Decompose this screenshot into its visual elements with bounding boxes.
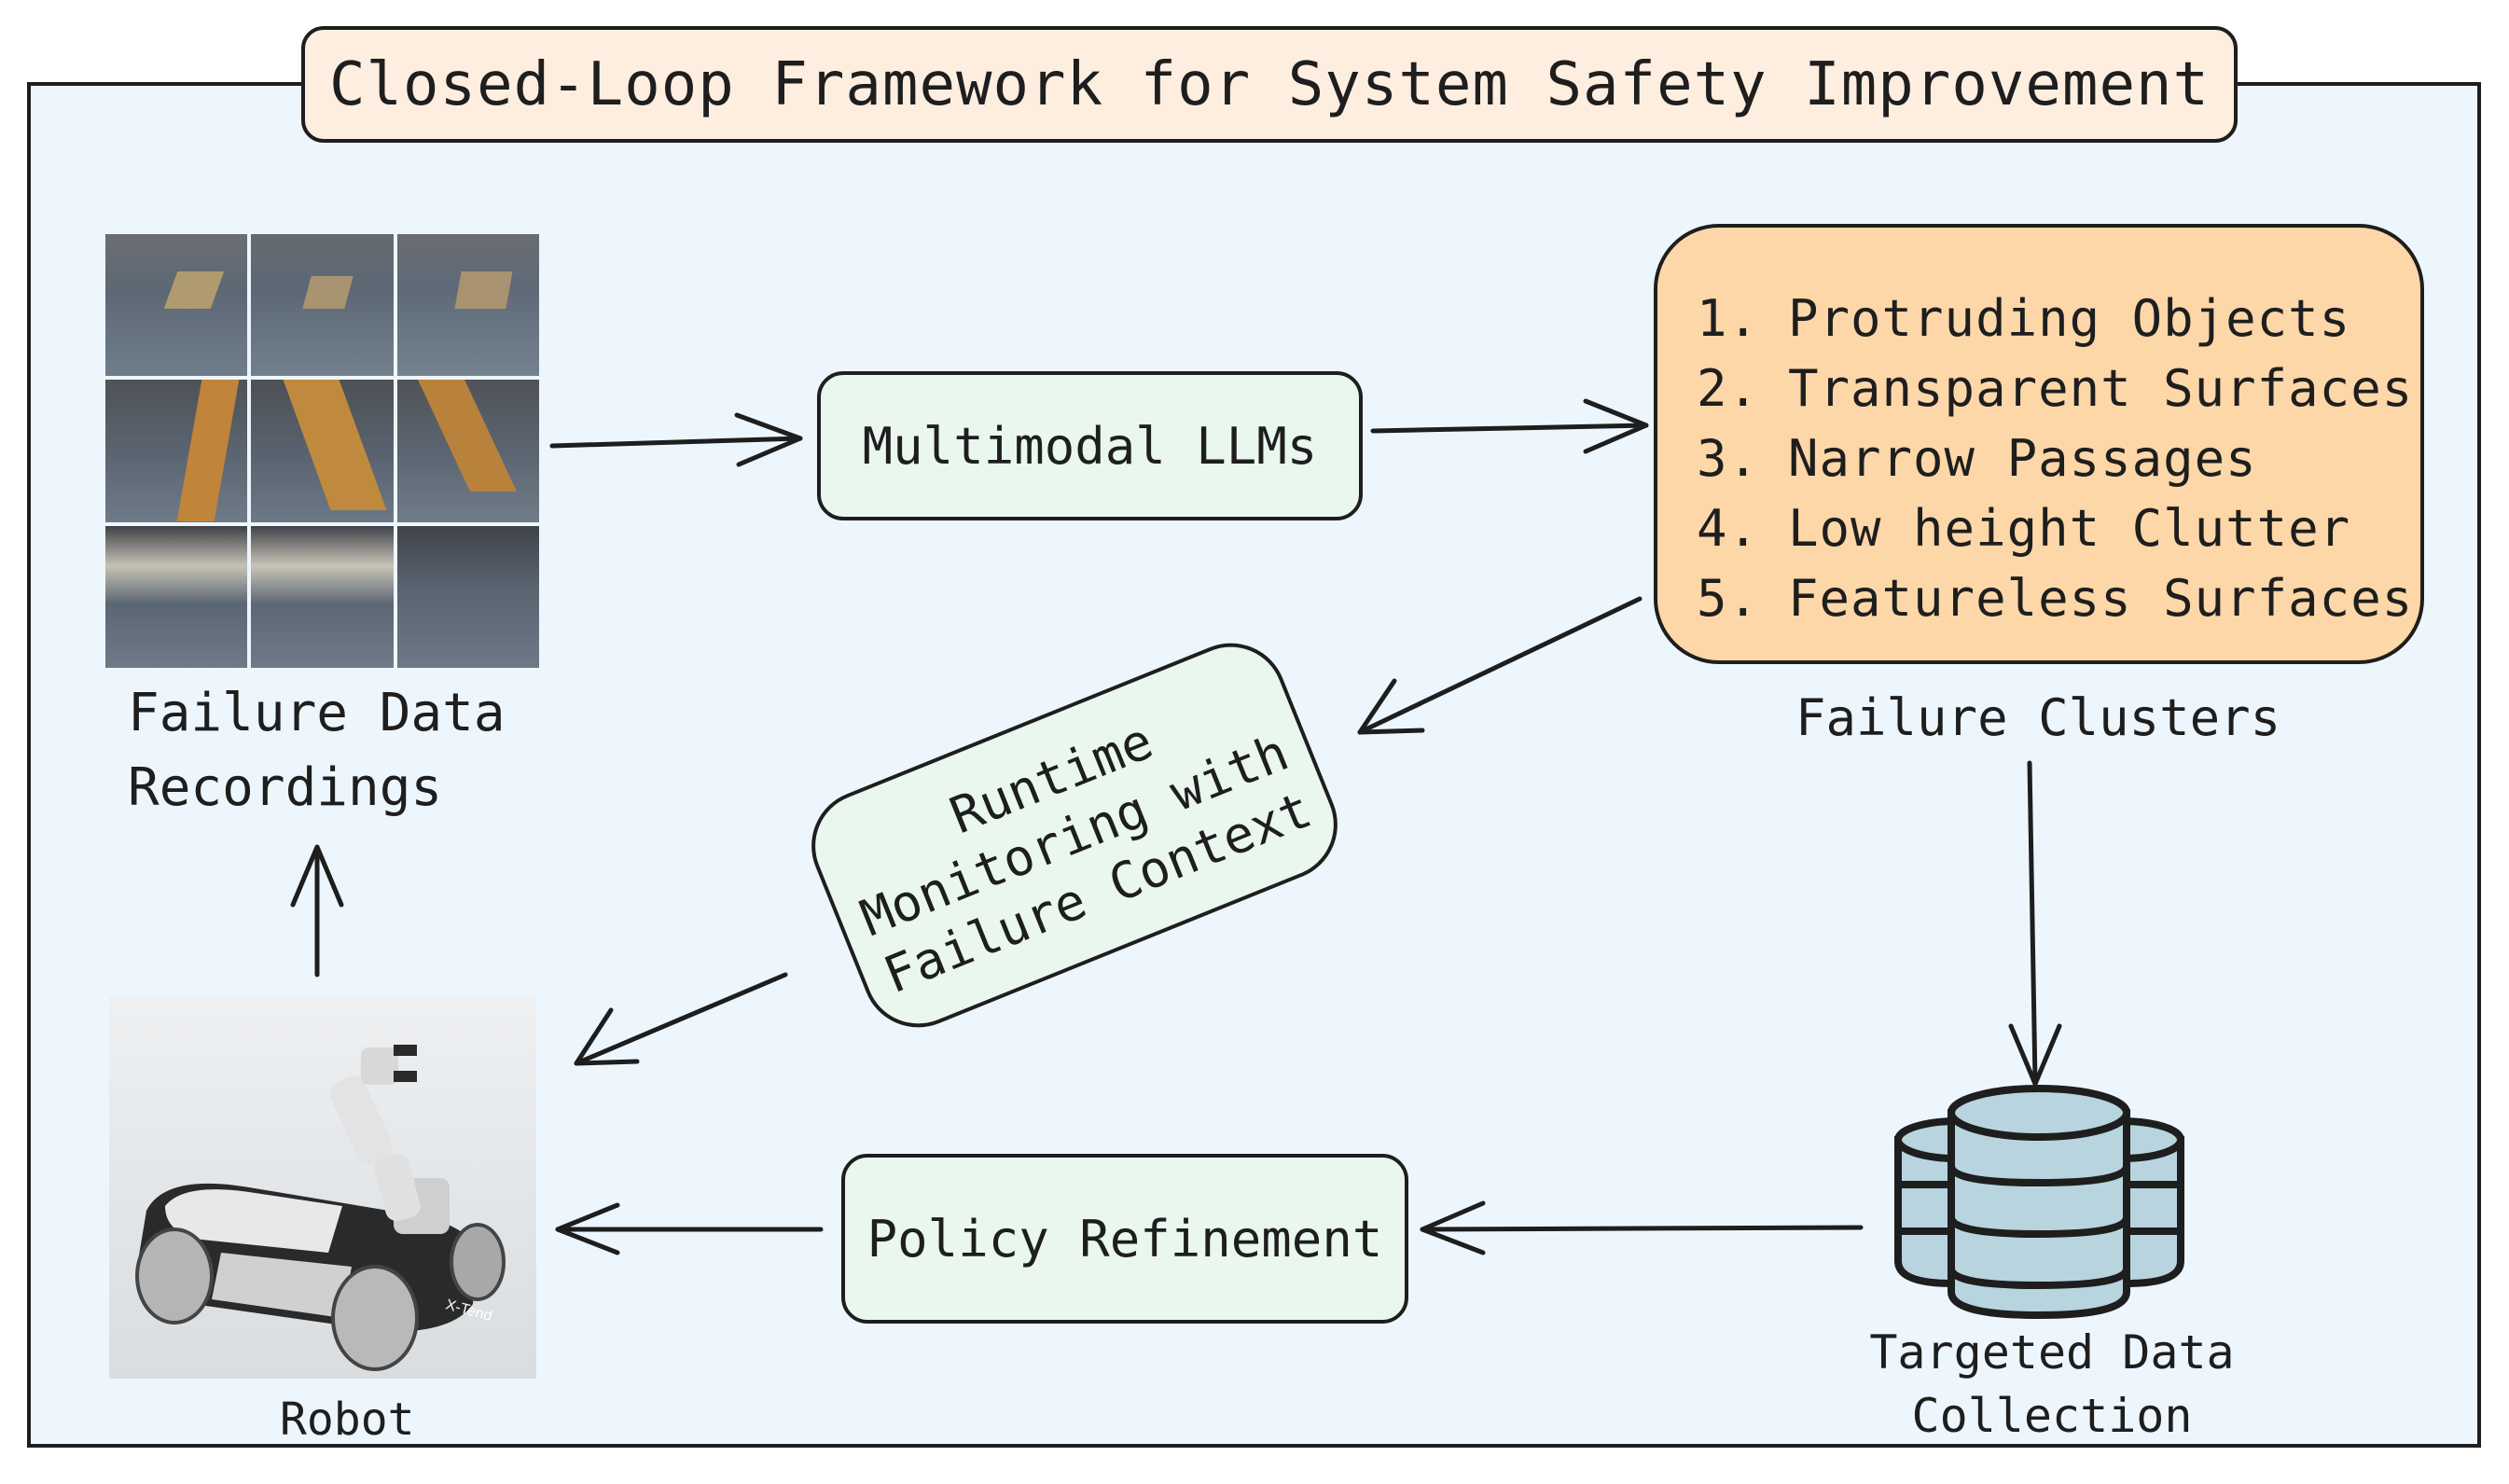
recording-thumbnail [396, 380, 539, 522]
multimodal-llms-box: Multimodal LLMs [817, 371, 1363, 520]
cluster-item: 2.Transparent Surfaces [1697, 359, 2414, 418]
robot-image: X-Tend [109, 996, 536, 1379]
recording-thumbnail [105, 234, 248, 377]
policy-refinement-box: Policy Refinement [841, 1154, 1408, 1324]
arrow-runtime-to-robot [574, 972, 788, 1066]
failure-recordings-grid [105, 234, 539, 668]
cluster-item: 5.Featureless Surfaces [1697, 569, 2414, 628]
failure-clusters-box: 1.Protruding Objects 2.Transparent Surfa… [1654, 224, 2424, 664]
recording-thumbnail [251, 234, 394, 377]
targeted-data-collection-label: Targeted Data Collection [1869, 1325, 2235, 1443]
arrow-clusters-to-runtime [1357, 596, 1643, 735]
cluster-item: 3.Narrow Passages [1697, 429, 2257, 488]
failure-clusters-label: Failure Clusters [1795, 688, 2281, 747]
recording-thumbnail [105, 380, 248, 522]
cluster-item: 4.Low height Clutter [1697, 499, 2351, 558]
recording-thumbnail [105, 525, 248, 668]
recording-thumbnail [251, 380, 394, 522]
recording-thumbnail [251, 525, 394, 668]
database-icon [1894, 1085, 2184, 1320]
diagram-title: Closed-Loop Framework for System Safety … [301, 26, 2238, 143]
robot-label: Robot [280, 1394, 415, 1446]
failure-data-label: Failure Data Recordings [128, 683, 506, 818]
arrow-database-to-policy [1420, 1225, 1864, 1232]
cluster-item: 1.Protruding Objects [1697, 289, 2351, 348]
arrows [290, 398, 2062, 1255]
recording-thumbnail [396, 525, 539, 668]
robot-illustration: X-Tend [135, 1045, 506, 1371]
arrow-llm-to-clusters [1370, 423, 1649, 434]
recording-thumbnail [396, 234, 539, 377]
arrow-clusters-to-database [2027, 760, 2038, 1085]
arrow-recordings-to-llm [549, 436, 803, 449]
